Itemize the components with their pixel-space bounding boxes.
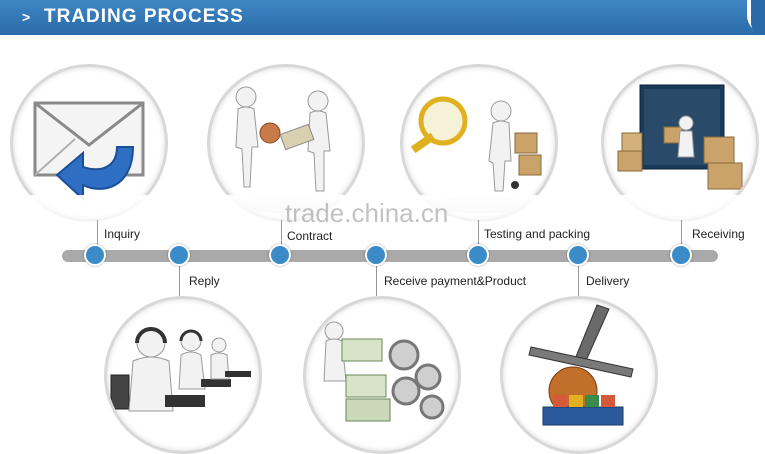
step-label-testing: Testing and packing [484, 227, 591, 241]
step-label-payment: Receive payment&Product [384, 274, 527, 288]
step-label-inquiry: Inquiry [104, 227, 141, 241]
timeline-dot-delivery [567, 244, 589, 266]
step-label-delivery: Delivery [586, 274, 630, 288]
connector-line [97, 220, 98, 248]
chevron-right-icon: > [22, 9, 31, 25]
airplane-globe-ship-icon [500, 296, 658, 454]
step-label-contract: Contract [287, 229, 333, 243]
fade-band [0, 195, 765, 235]
connector-line [376, 262, 377, 296]
timeline-track [62, 250, 718, 262]
money-gears-icon [303, 296, 461, 454]
header-bar: > TRADING PROCESS [0, 0, 765, 35]
timeline-dot-inquiry [84, 244, 106, 266]
connector-line [478, 220, 479, 248]
connector-line [179, 262, 180, 296]
connector-line [681, 220, 682, 248]
timeline-dot-testing [467, 244, 489, 266]
header-corner-inner [751, 0, 765, 35]
headset-operators-icon [104, 296, 262, 454]
timeline-dot-payment [365, 244, 387, 266]
timeline-dot-reply [168, 244, 190, 266]
timeline-dot-receiving [670, 244, 692, 266]
connector-line [578, 262, 579, 296]
watermark: trade.china.cn [285, 198, 449, 228]
page-title: TRADING PROCESS [44, 6, 244, 27]
step-label-reply: Reply [189, 274, 220, 288]
timeline-dot-contract [269, 244, 291, 266]
step-label-receiving: Receiving [692, 227, 745, 241]
connector-line [281, 220, 282, 248]
